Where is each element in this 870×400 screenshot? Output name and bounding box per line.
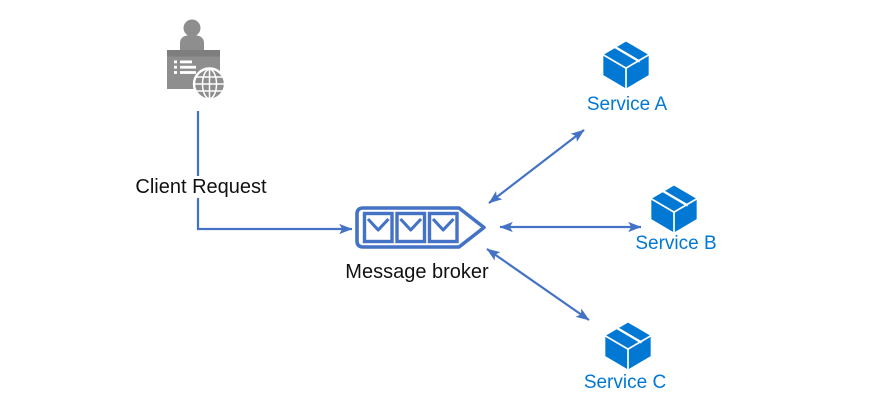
- cube-icon: [602, 41, 650, 89]
- globe-icon: [192, 67, 225, 101]
- arrow-broker-service-a: [488, 129, 585, 204]
- envelope-icon: [362, 211, 394, 244]
- service-b-label: Service B: [635, 233, 717, 254]
- envelope-icon: [395, 211, 427, 244]
- arrow-broker-service-c: [486, 248, 590, 321]
- service-c-label: Service C: [583, 372, 667, 393]
- service-a-label: Service A: [586, 94, 668, 115]
- message-broker-label: Message broker: [345, 261, 489, 283]
- message-broker-icon: [355, 206, 486, 249]
- cube-icon: [604, 322, 652, 370]
- cube-icon: [650, 185, 698, 233]
- client-request-label: Client Request: [131, 176, 271, 198]
- client-request-arrow: [196, 111, 353, 235]
- client-icon: [167, 19, 225, 101]
- envelope-icon: [427, 211, 459, 244]
